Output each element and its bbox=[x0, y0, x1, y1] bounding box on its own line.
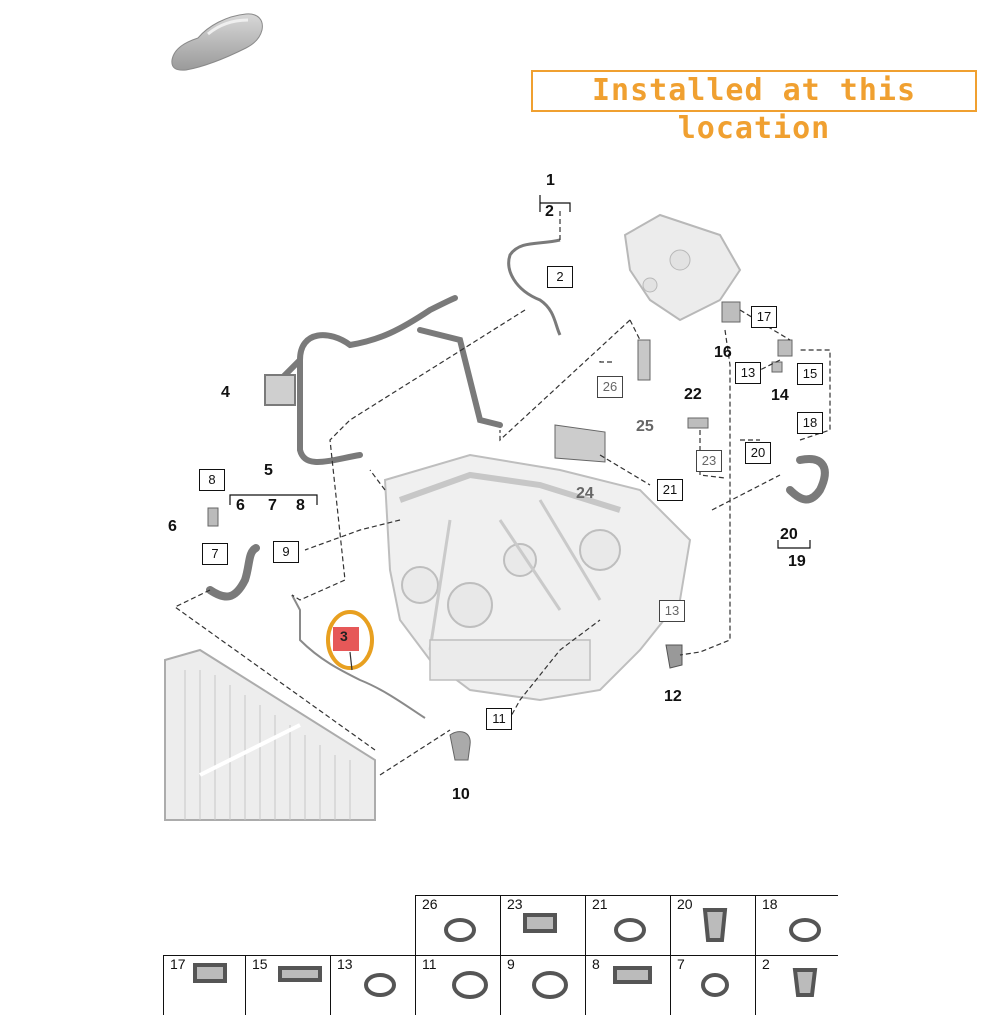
callout-25[interactable]: 25 bbox=[636, 418, 654, 435]
boxed-callout-23[interactable]: 23 bbox=[696, 450, 722, 472]
bolt-icon bbox=[613, 966, 652, 984]
hose-clamp-icon bbox=[532, 971, 568, 999]
part-22 bbox=[687, 417, 709, 429]
hose-clamp-icon bbox=[614, 918, 646, 942]
installed-location-banner: Installed at this location bbox=[531, 70, 977, 146]
part-25 bbox=[637, 339, 651, 381]
boxed-callout-20[interactable]: 20 bbox=[745, 442, 771, 464]
highlight-part-number[interactable]: 3 bbox=[340, 628, 348, 644]
clip-icon bbox=[792, 968, 818, 997]
callout-16[interactable]: 16 bbox=[714, 344, 732, 361]
part-15-part bbox=[777, 339, 793, 357]
engine-block bbox=[383, 453, 692, 702]
boxed-callout-2[interactable]: 2 bbox=[547, 266, 573, 288]
callout-22[interactable]: 22 bbox=[684, 386, 702, 403]
boxed-callout-26[interactable]: 26 bbox=[597, 376, 623, 398]
part-16 bbox=[721, 301, 741, 323]
hose-clamp-icon bbox=[364, 973, 396, 997]
callout-10[interactable]: 10 bbox=[452, 786, 470, 803]
callout-2[interactable]: 2 bbox=[545, 203, 554, 220]
hose-5 bbox=[206, 544, 260, 601]
boxed-callout-21[interactable]: 21 bbox=[657, 479, 683, 501]
hose-3-line bbox=[291, 594, 426, 719]
hose-clamp-icon bbox=[452, 971, 488, 999]
callout-8[interactable]: 8 bbox=[296, 497, 305, 514]
transmission-bracket bbox=[623, 213, 742, 322]
boxed-callout-15[interactable]: 15 bbox=[797, 363, 823, 385]
boxed-callout-11[interactable]: 11 bbox=[486, 708, 512, 730]
part-24-bracket bbox=[554, 424, 606, 463]
boxed-callout-7[interactable]: 7 bbox=[202, 543, 228, 565]
hose-19 bbox=[786, 455, 829, 504]
car-silhouette-icon bbox=[171, 13, 263, 71]
highlight-ring bbox=[326, 610, 374, 670]
bolt-icon bbox=[278, 966, 322, 982]
callout-5[interactable]: 5 bbox=[264, 462, 273, 479]
bolt-icon bbox=[193, 963, 227, 983]
boxed-callout-9[interactable]: 9 bbox=[273, 541, 299, 563]
hose-clamp-icon bbox=[444, 918, 476, 942]
boxed-callout-18[interactable]: 18 bbox=[797, 412, 823, 434]
boxed-callout-13-upper[interactable]: 13 bbox=[735, 362, 761, 384]
part-12 bbox=[665, 644, 683, 669]
highlight-marker bbox=[326, 610, 374, 671]
boxed-callout-8[interactable]: 8 bbox=[199, 469, 225, 491]
highlight-part-marker bbox=[333, 627, 359, 651]
hose-4-connector bbox=[264, 374, 296, 406]
callout-19[interactable]: 19 bbox=[788, 553, 806, 570]
callout-14[interactable]: 14 bbox=[771, 387, 789, 404]
leader-lines bbox=[173, 210, 831, 776]
callout-6[interactable]: 6 bbox=[168, 518, 177, 535]
callout-12[interactable]: 12 bbox=[664, 688, 682, 705]
callout-4[interactable]: 4 bbox=[221, 384, 230, 401]
radiator bbox=[164, 648, 376, 821]
callout-6-group[interactable]: 6 bbox=[236, 497, 245, 514]
clip-icon bbox=[702, 908, 728, 942]
bolt-icon bbox=[523, 913, 557, 933]
hose-clamp-icon bbox=[789, 918, 821, 942]
hose-2 bbox=[507, 238, 562, 336]
group-brackets bbox=[229, 195, 811, 549]
boxed-callout-17[interactable]: 17 bbox=[751, 306, 777, 328]
callout-24[interactable]: 24 bbox=[576, 485, 594, 502]
o-ring-icon bbox=[701, 973, 729, 997]
boxed-callout-13-lower[interactable]: 13 bbox=[659, 600, 685, 622]
callout-7[interactable]: 7 bbox=[268, 497, 277, 514]
callout-20[interactable]: 20 bbox=[780, 526, 798, 543]
callout-1[interactable]: 1 bbox=[546, 172, 555, 189]
part-10 bbox=[449, 731, 471, 761]
part-6-sensor bbox=[207, 507, 219, 527]
